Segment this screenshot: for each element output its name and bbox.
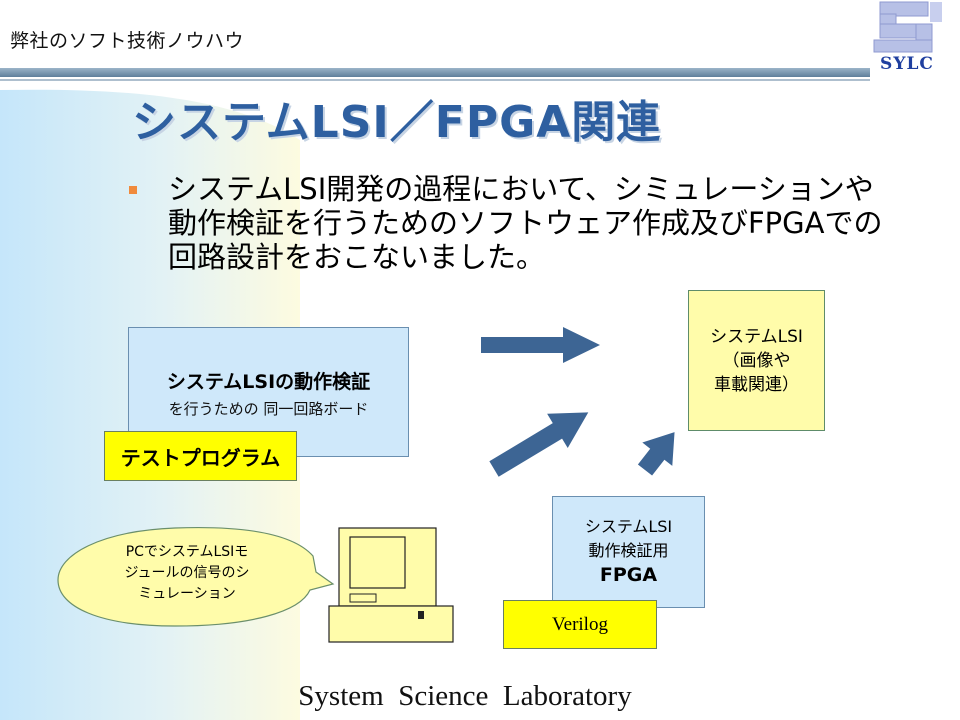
- fpga-box-line3: FPGA: [599, 564, 658, 586]
- arrow-up-icon: [637, 432, 675, 476]
- computer-icon: [328, 527, 454, 643]
- bullet-text: システムLSI開発の過程において、シミュレーションや動作検証を行うためのソフトウ…: [168, 172, 883, 274]
- sylc-logo-icon: [873, 1, 942, 53]
- system-lsi-box: システムLSI （画像や 車載関連）: [688, 290, 825, 431]
- sylc-logo-text: SYLC: [880, 54, 934, 74]
- verification-board-title: システムLSIの動作検証: [166, 371, 371, 393]
- system-lsi-line2: （画像や: [722, 351, 791, 371]
- pc-bubble-line3: ミュレーション: [138, 586, 236, 602]
- pc-bubble-line2: ジュールの信号のシ: [124, 565, 250, 581]
- system-lsi-line1: システムLSI: [710, 327, 803, 347]
- header-bar: [0, 68, 870, 77]
- fpga-box: システムLSI 動作検証用 FPGA: [552, 496, 705, 608]
- pc-speech-bubble: [57, 526, 335, 627]
- slide-title: システムLSI／FPGA関連: [132, 97, 662, 148]
- company-know-how-label: 弊社のソフト技術ノウハウ: [10, 30, 245, 52]
- verification-board-subtitle: を行うための 同一回路ボード: [168, 400, 369, 418]
- pc-bubble-text: PCでシステムLSIモ ジュールの信号のシ ミュレーション: [82, 542, 292, 605]
- system-lsi-line3: 車載関連）: [714, 375, 799, 395]
- fpga-box-line2: 動作検証用: [588, 541, 669, 560]
- fpga-box-line1: システムLSI: [584, 517, 673, 536]
- verilog-tag: Verilog: [503, 600, 657, 649]
- footer-lab-name: System Science Laboratory: [298, 680, 632, 712]
- arrow-right-icon: [481, 327, 600, 363]
- pc-bubble-line1: PCでシステムLSIモ: [125, 544, 249, 560]
- test-program-tag: テストプログラム: [104, 431, 297, 481]
- arrow-diagonal-icon: [489, 412, 589, 477]
- bullet-marker-icon: [129, 186, 137, 194]
